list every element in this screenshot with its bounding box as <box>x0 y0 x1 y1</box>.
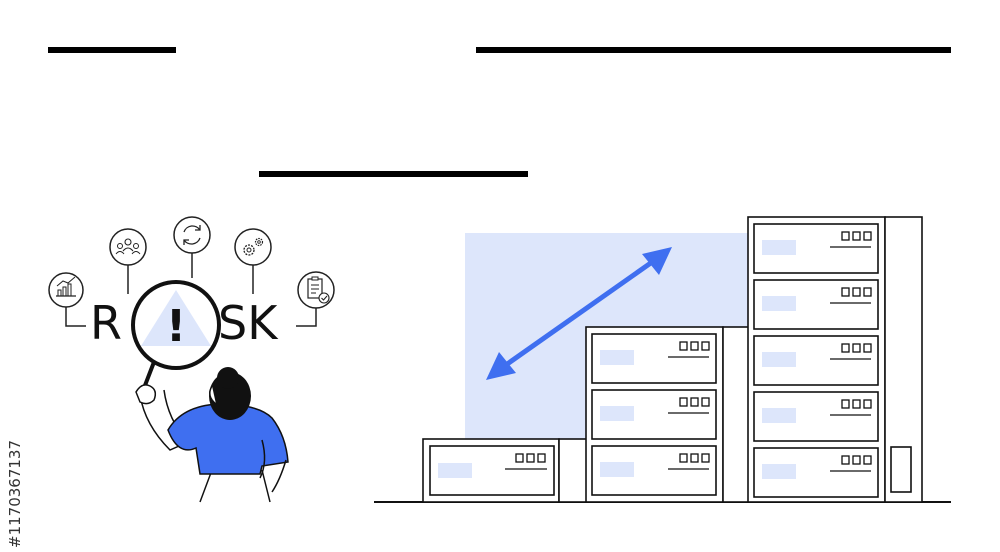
subheader-bar <box>259 171 528 177</box>
server-rack-short <box>422 438 588 503</box>
icon-connectors <box>65 253 317 327</box>
woman-figure <box>135 367 289 503</box>
header-bar-long <box>476 47 951 53</box>
warning-icon <box>141 290 211 346</box>
header-bar-short <box>48 47 176 53</box>
server-units-medium <box>591 333 717 496</box>
magnifier: ! <box>131 280 221 390</box>
bar-chart-icon <box>48 272 84 308</box>
risk-letters-sk: SK <box>218 296 279 350</box>
risk-letter-r: R <box>90 296 122 350</box>
stock-id-label: #1170367137 <box>6 439 24 548</box>
warning-exclamation: ! <box>166 301 186 352</box>
server-units-tall <box>753 223 879 498</box>
refresh-icon <box>173 216 211 254</box>
checklist-icon <box>297 271 335 309</box>
gears-icon <box>234 228 272 266</box>
team-icon <box>109 228 147 266</box>
double-arrow-icon <box>486 247 672 380</box>
